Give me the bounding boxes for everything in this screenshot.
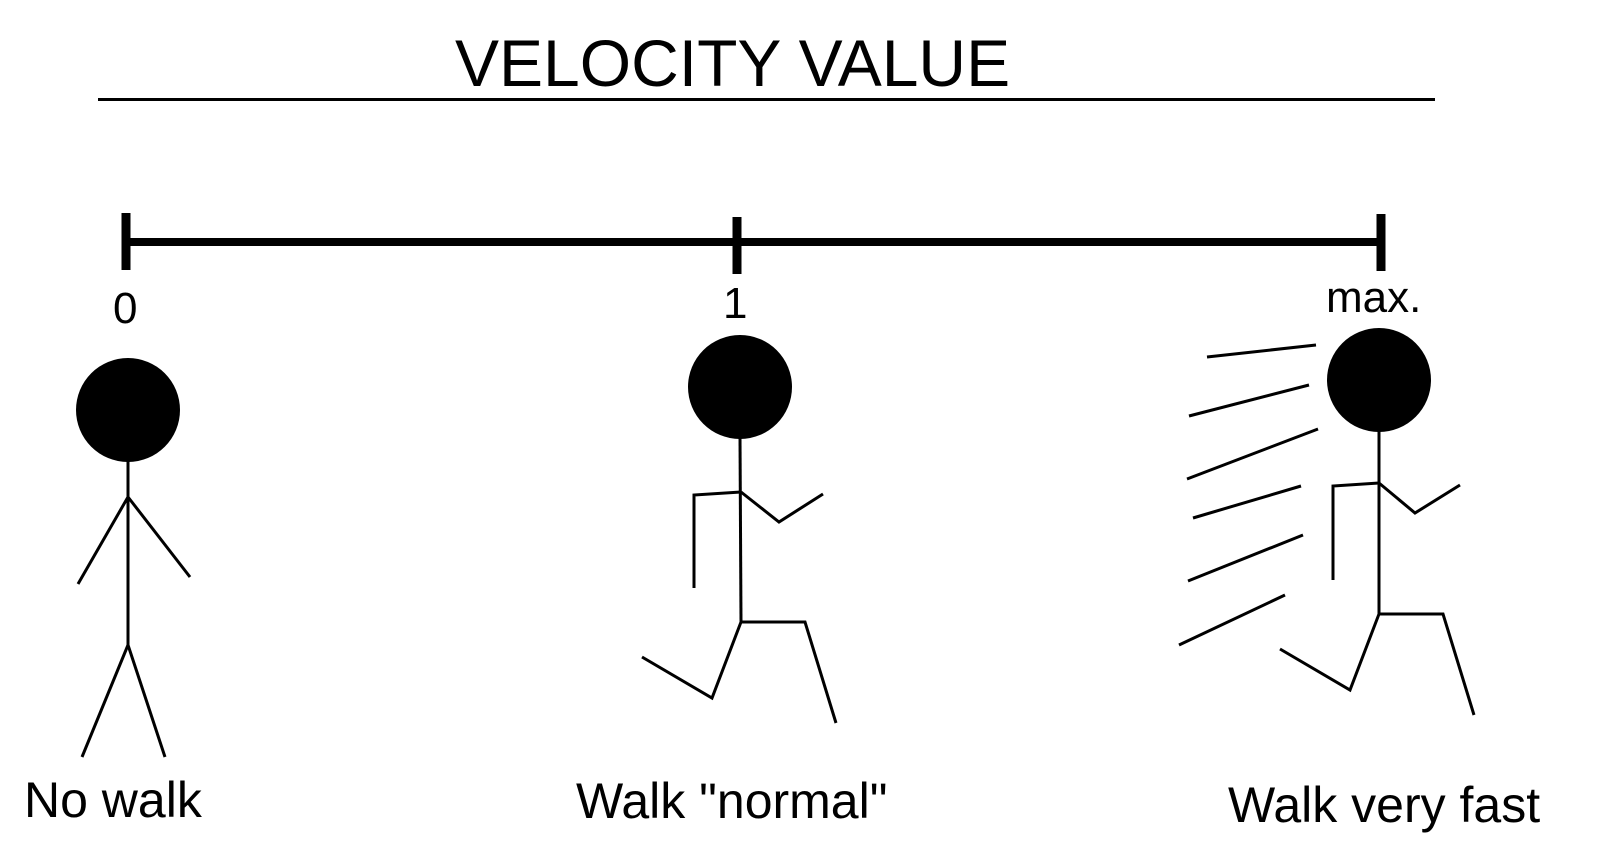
tick-label-0: 0 — [113, 284, 138, 333]
tick-label-max: max. — [1326, 273, 1422, 322]
tick-label-1: 1 — [723, 279, 748, 328]
caption-no-walk: No walk — [24, 772, 202, 828]
figure-head — [76, 358, 180, 462]
title-underline — [98, 98, 1435, 101]
caption-walk-normal: Walk "normal" — [576, 773, 888, 829]
diagram-title: VELOCITY VALUE — [455, 26, 1011, 100]
caption-walk-very-fast: Walk very fast — [1228, 777, 1541, 833]
running-stick-figure — [1279, 328, 1476, 716]
speed-lines — [1178, 343, 1319, 647]
figure-head — [1327, 328, 1431, 432]
standing-stick-figure — [76, 358, 192, 758]
figure-head — [688, 335, 792, 439]
velocity-scale — [121, 213, 1386, 274]
walking-stick-figure — [641, 335, 838, 724]
